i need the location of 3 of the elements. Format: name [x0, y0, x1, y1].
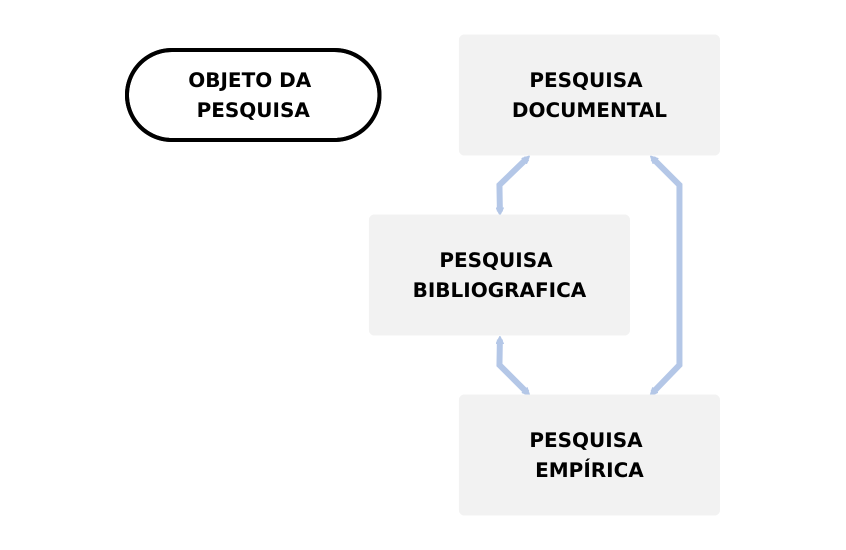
arrow — [649, 155, 682, 396]
arrow — [495, 336, 530, 396]
arrow — [495, 155, 530, 216]
